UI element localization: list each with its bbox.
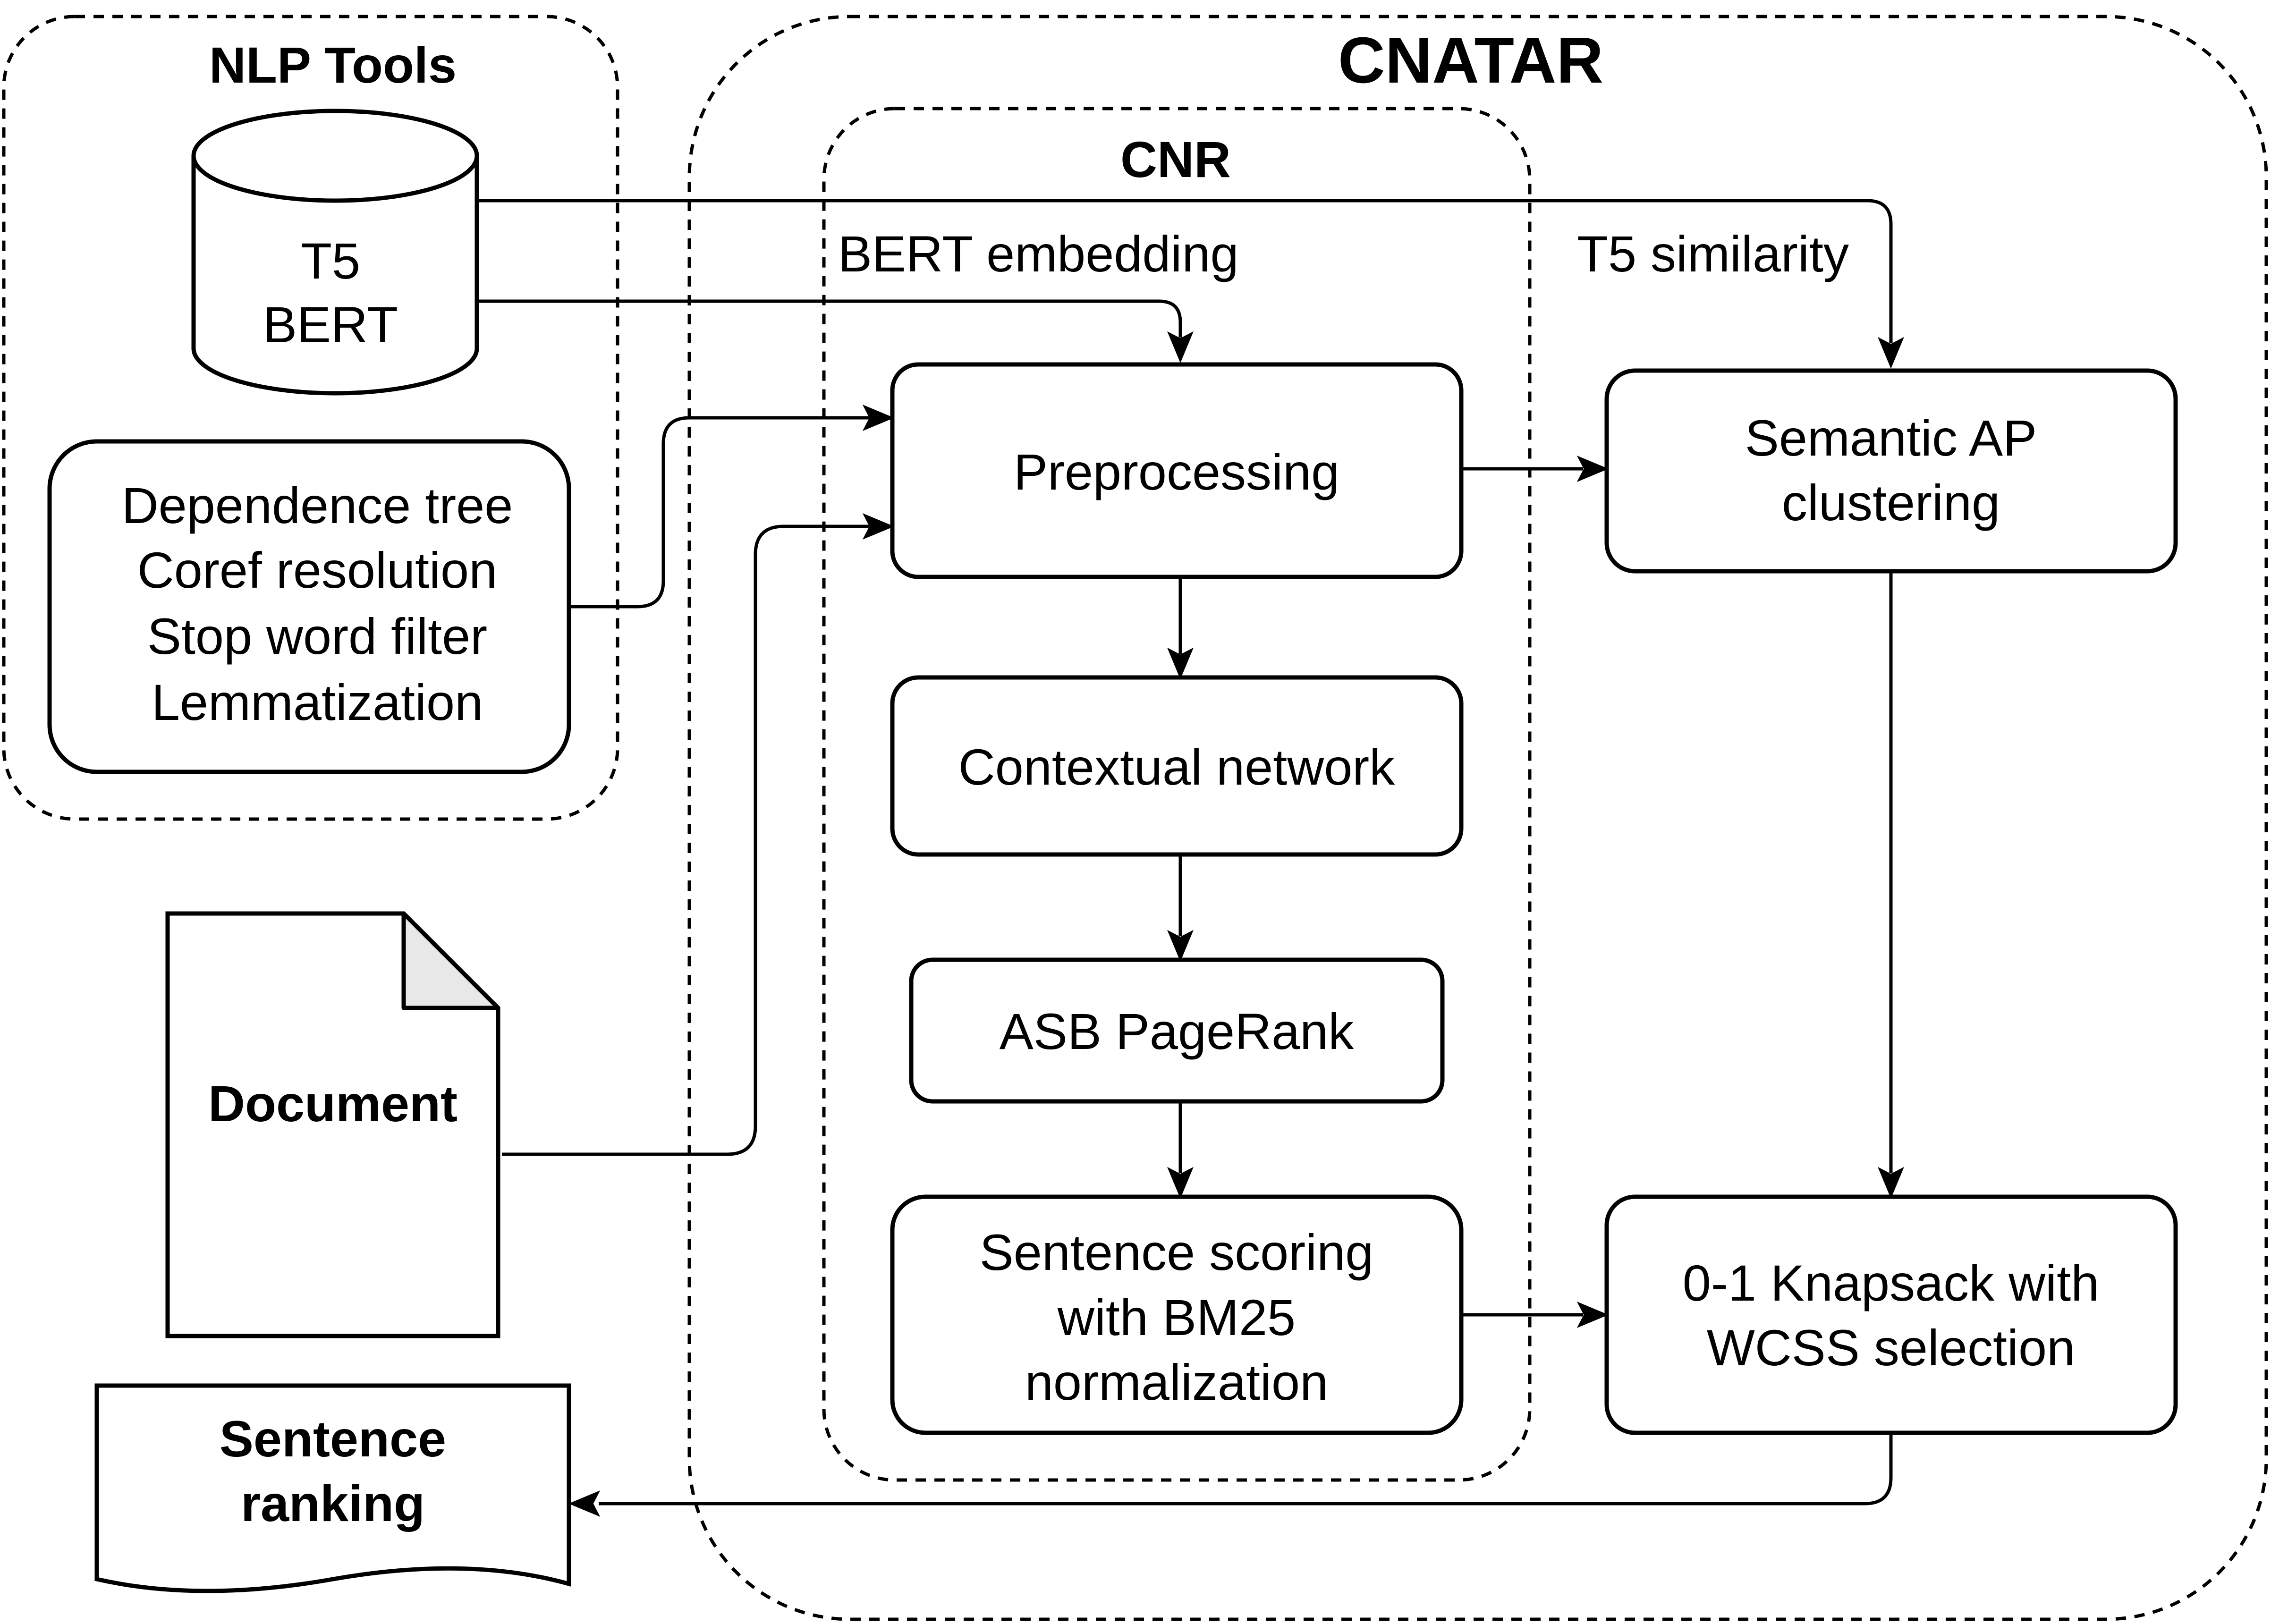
sentence-ranking-line-2: ranking: [241, 1475, 425, 1532]
arrowhead: [1878, 1167, 1904, 1199]
sentence-ranking-line-1: Sentence: [220, 1410, 446, 1467]
sentence-scoring-line-3: normalization: [1025, 1353, 1328, 1411]
database-icon: [191, 109, 479, 396]
document-label: Document: [208, 1075, 458, 1132]
arrowhead: [1576, 1302, 1609, 1328]
nlp-ops-line-4: Lemmatization: [152, 674, 483, 731]
ranking-document-icon: [94, 1383, 571, 1593]
cnatar-title: CNATAR: [1338, 24, 1603, 97]
models-label-1: T5: [301, 232, 360, 289]
edge-label-bert-embedding: BERT embedding: [838, 225, 1239, 282]
document-node: Document: [165, 911, 500, 1338]
knapsack-line-1: 0-1 Knapsack with: [1683, 1254, 2099, 1311]
arrowhead: [568, 1490, 601, 1517]
knapsack-node: 0-1 Knapsack with WCSS selection: [1604, 1194, 2178, 1435]
arrowhead: [1167, 647, 1194, 679]
nlp-ops-line-1: Dependence tree: [122, 477, 513, 534]
semantic-ap-line-2: clustering: [1782, 474, 2000, 531]
arrowhead: [1167, 1167, 1194, 1199]
edge-label-t5-similarity: T5 similarity: [1577, 225, 1849, 282]
arrowhead: [862, 513, 894, 540]
arrowhead: [1878, 337, 1904, 369]
asb-pagerank-label: ASB PageRank: [1000, 1003, 1354, 1060]
edge-document-to-preprocessing: [502, 524, 869, 1156]
cnr-title: CNR: [1120, 131, 1231, 188]
semantic-ap-line-1: Semantic AP: [1745, 409, 2037, 466]
sentence-ranking-node: Sentence ranking: [94, 1383, 571, 1593]
arrowhead: [1576, 456, 1609, 482]
edge-t5-to-semantic-ap: [477, 199, 1893, 343]
knapsack-line-2: WCSS selection: [1707, 1319, 2075, 1376]
semantic-ap-clustering-node: Semantic AP clustering: [1604, 368, 2178, 574]
models-label-2: BERT: [263, 296, 398, 353]
nlp-tools-title: NLP Tools: [209, 36, 457, 93]
sentence-scoring-line-2: with BM25: [1057, 1289, 1296, 1346]
document-icon: [165, 911, 500, 1338]
edge-bert-to-preprocessing: [477, 299, 1182, 338]
arrowhead: [1167, 930, 1194, 962]
nlp-ops-line-2: Coref resolution: [137, 541, 497, 599]
contextual-network-label: Contextual network: [958, 738, 1395, 795]
arrowhead: [1167, 331, 1194, 363]
asb-pagerank-node: ASB PageRank: [909, 957, 1445, 1104]
contextual-network-node: Contextual network: [890, 675, 1464, 857]
arrowhead: [862, 405, 894, 431]
sentence-scoring-node: Sentence scoring with BM25 normalization: [890, 1194, 1464, 1435]
nlp-ops-node: Dependence tree Coref resolution Stop wo…: [47, 439, 571, 774]
cnr-group: [822, 107, 1532, 1482]
cnatar-group: [687, 15, 2268, 1621]
sentence-scoring-line-1: Sentence scoring: [980, 1224, 1374, 1281]
models-database-node: T5 BERT: [191, 109, 479, 396]
preprocessing-node: Preprocessing: [890, 362, 1464, 579]
nlp-tools-group: [2, 15, 619, 821]
edge-nlp-ops-to-preprocessing: [569, 416, 869, 609]
edge-knapsack-to-ranking: [599, 1433, 1893, 1506]
nlp-ops-line-3: Stop word filter: [147, 608, 487, 665]
preprocessing-label: Preprocessing: [1014, 443, 1339, 500]
